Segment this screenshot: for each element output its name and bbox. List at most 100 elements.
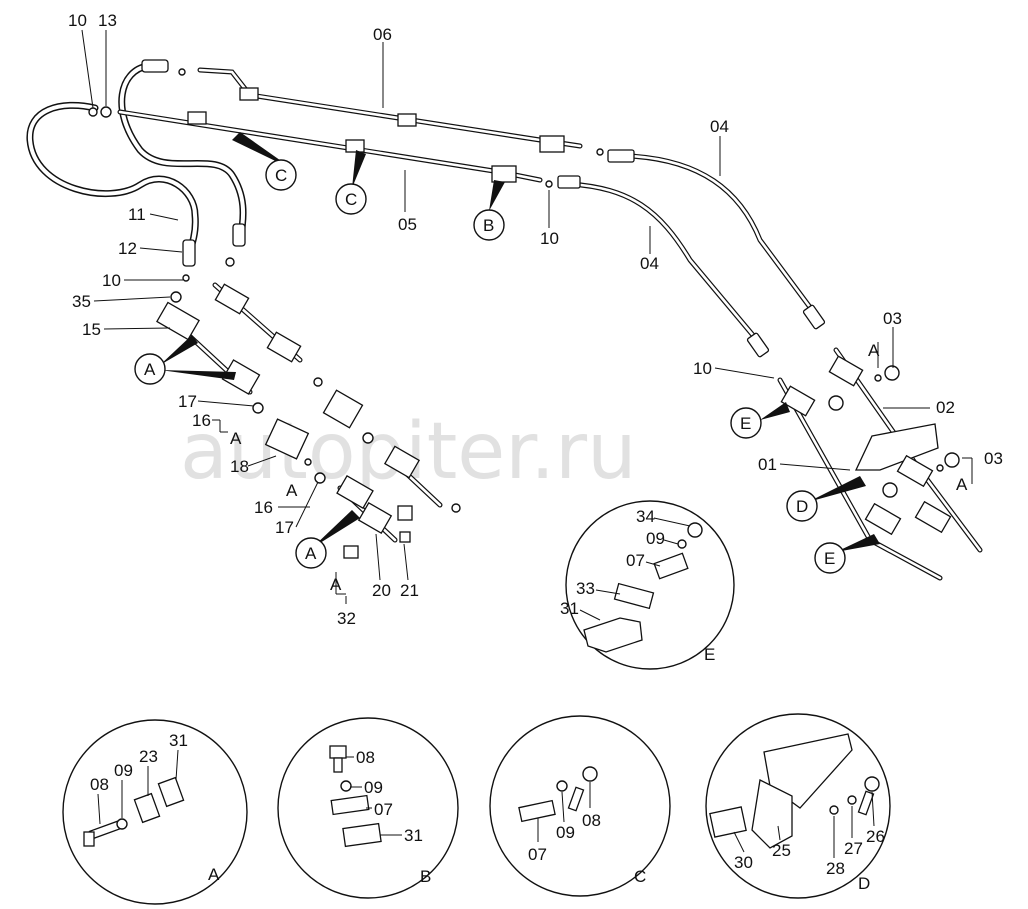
label-10-mid: 10 bbox=[540, 229, 559, 248]
pipe-04-lower bbox=[567, 181, 765, 349]
label-e-31: 31 bbox=[560, 599, 579, 618]
pipe-04-upper bbox=[627, 153, 821, 321]
hose-12 bbox=[118, 62, 247, 244]
detail-c-caption: C bbox=[634, 867, 646, 886]
svg-text:A: A bbox=[230, 429, 242, 448]
hose-11 bbox=[26, 101, 199, 266]
detail-b: 08 09 07 31 B bbox=[277, 717, 459, 899]
clamp-06-c bbox=[539, 135, 565, 153]
label-c-07: 07 bbox=[528, 845, 547, 864]
label-13: 13 bbox=[98, 11, 117, 30]
sub-callouts-a: A A A A A bbox=[230, 341, 968, 595]
label-01: 01 bbox=[758, 455, 777, 474]
detail-e-caption: E bbox=[704, 645, 715, 664]
clamp-05-c bbox=[491, 165, 517, 183]
bracket-01 bbox=[854, 423, 939, 471]
assembly-left bbox=[156, 282, 461, 559]
callout-a-left: A bbox=[134, 353, 166, 385]
part-labels-main: 10 13 06 04 05 10 04 11 12 10 35 15 17 1… bbox=[68, 11, 1003, 628]
detail-a-caption: A bbox=[208, 865, 220, 884]
svg-text:A: A bbox=[286, 481, 298, 500]
label-c-08: 08 bbox=[582, 811, 601, 830]
seal-upper-right bbox=[225, 257, 235, 267]
label-d-25: 25 bbox=[772, 841, 791, 860]
label-12: 12 bbox=[118, 239, 137, 258]
label-10-top: 10 bbox=[68, 11, 87, 30]
block-18-upper bbox=[322, 389, 364, 429]
svg-text:E: E bbox=[824, 549, 835, 568]
watermark-text: autopiter.ru bbox=[180, 407, 637, 497]
callout-d-right: D bbox=[786, 490, 818, 522]
clamp-06-b bbox=[397, 113, 417, 127]
callout-c-mid: C bbox=[335, 183, 367, 215]
label-e-34: 34 bbox=[636, 507, 655, 526]
label-d-28: 28 bbox=[826, 859, 845, 878]
callout-b-mid: B bbox=[473, 209, 505, 241]
washer-35 bbox=[170, 291, 182, 303]
label-b-31: 31 bbox=[404, 826, 423, 845]
clamp-06-a bbox=[239, 87, 259, 101]
clamp-05-a bbox=[187, 111, 207, 125]
detail-b-caption: B bbox=[420, 867, 431, 886]
label-a-08: 08 bbox=[90, 775, 109, 794]
label-b-07: 07 bbox=[374, 800, 393, 819]
label-17-b: 17 bbox=[275, 518, 294, 537]
seal-top-a bbox=[178, 68, 186, 76]
callout-a-low: A bbox=[295, 537, 327, 569]
label-03-top: 03 bbox=[883, 309, 902, 328]
svg-text:A: A bbox=[868, 341, 880, 360]
fitting-04-upper-end bbox=[802, 304, 826, 330]
svg-text:D: D bbox=[796, 497, 808, 516]
label-10-left: 10 bbox=[102, 271, 121, 290]
callout-c-left: C bbox=[265, 159, 297, 191]
fitting-04-lower bbox=[557, 175, 581, 189]
fitting-04-lower-end bbox=[746, 332, 770, 358]
detail-d-caption: D bbox=[858, 874, 870, 893]
label-11: 11 bbox=[128, 205, 146, 224]
label-10-right: 10 bbox=[693, 359, 712, 378]
label-b-08: 08 bbox=[356, 748, 375, 767]
callout-e-right-low: E bbox=[814, 542, 846, 574]
fitting-04-upper bbox=[607, 149, 635, 163]
svg-text:C: C bbox=[275, 166, 287, 185]
bolt-32 bbox=[343, 545, 359, 559]
detail-d: 30 25 28 27 26 D bbox=[705, 713, 891, 899]
label-a-09: 09 bbox=[114, 761, 133, 780]
pipe-05 bbox=[117, 109, 543, 183]
label-e-09: 09 bbox=[646, 529, 665, 548]
label-32: 32 bbox=[337, 609, 356, 628]
svg-text:C: C bbox=[345, 190, 357, 209]
label-35: 35 bbox=[72, 292, 91, 311]
seal-10-top bbox=[88, 107, 98, 117]
seal-04 bbox=[596, 148, 604, 156]
label-d-30: 30 bbox=[734, 853, 753, 872]
detail-a: 08 09 23 31 A bbox=[62, 719, 248, 905]
label-b-09: 09 bbox=[364, 778, 383, 797]
label-d-26: 26 bbox=[866, 827, 885, 846]
label-a-23: 23 bbox=[139, 747, 158, 766]
svg-text:A: A bbox=[956, 475, 968, 494]
hose-fitting-12 bbox=[232, 223, 246, 247]
hose-fitting-11 bbox=[182, 239, 196, 267]
label-06: 06 bbox=[373, 25, 392, 44]
seal-13 bbox=[100, 106, 112, 118]
svg-text:A: A bbox=[305, 544, 317, 563]
label-16-b: 16 bbox=[254, 498, 273, 517]
label-d-27: 27 bbox=[844, 839, 863, 858]
label-21: 21 bbox=[400, 581, 419, 600]
label-02: 02 bbox=[936, 398, 955, 417]
label-04-top: 04 bbox=[710, 117, 729, 136]
label-17-a: 17 bbox=[178, 392, 197, 411]
label-e-07: 07 bbox=[626, 551, 645, 570]
label-c-09: 09 bbox=[556, 823, 575, 842]
svg-text:B: B bbox=[483, 216, 494, 235]
callout-e-right-top: E bbox=[730, 407, 762, 439]
seal-10-mid bbox=[545, 180, 553, 188]
svg-text:A: A bbox=[144, 360, 156, 379]
label-03-right: 03 bbox=[984, 449, 1003, 468]
label-15: 15 bbox=[82, 320, 101, 339]
assembly-right bbox=[777, 347, 983, 581]
block-18 bbox=[264, 418, 310, 460]
seal-10-left bbox=[182, 274, 190, 282]
